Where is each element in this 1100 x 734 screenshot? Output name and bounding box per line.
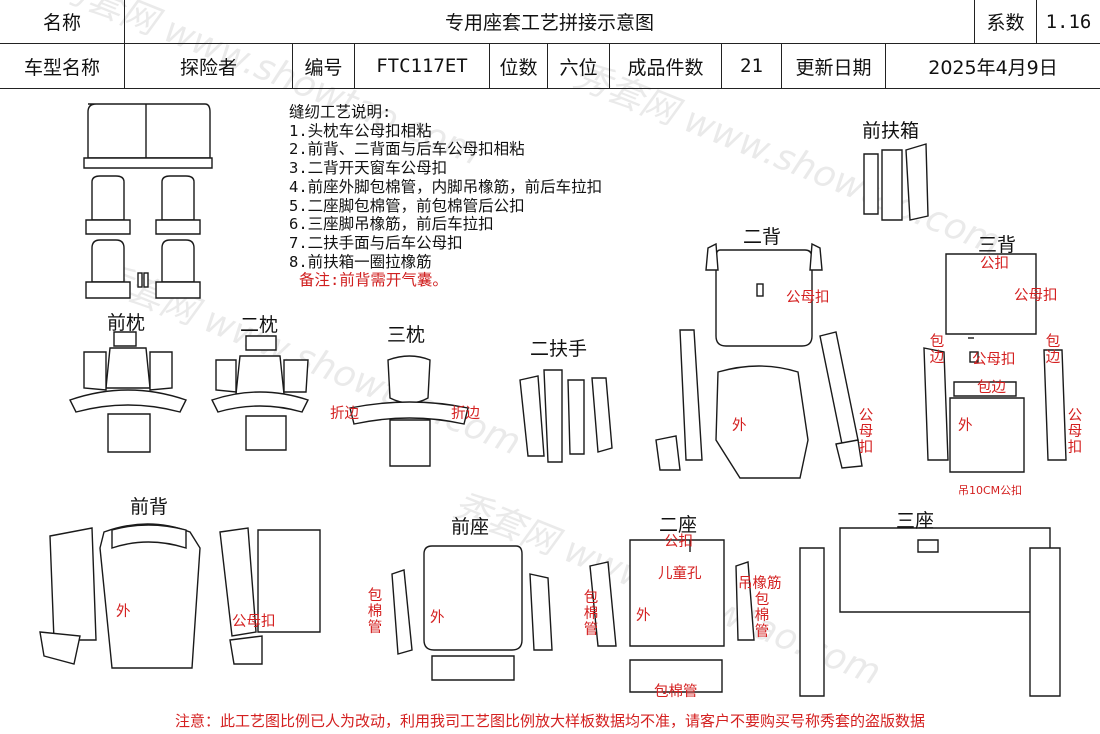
note-item: 5.二座脚包棉管，前包棉管后公扣 [289, 196, 525, 215]
annot-male: 公扣 [664, 534, 693, 550]
annot-male-female-v: 公母扣 [1067, 408, 1083, 456]
annot-fold: 折边 [330, 406, 359, 422]
label-second-armrest: 二扶手 [530, 338, 588, 360]
annot-wrap-v: 包边 [1045, 334, 1061, 366]
sheet-title: 专用座套工艺拼接示意图 [125, 0, 975, 43]
label-second-seat: 二座 [659, 514, 698, 536]
annot-male-female: 公母扣 [1014, 288, 1058, 304]
annot-child-hole: 儿童孔 [658, 566, 702, 582]
label-third-seat: 三座 [896, 510, 935, 532]
note-item: 8.前扶箱一圈拉橡筋 [289, 252, 432, 271]
label-front-back: 前背 [130, 496, 169, 518]
annot-foam-tube: 包棉管 [654, 684, 698, 700]
annot-wrap-v: 包边 [929, 334, 945, 366]
note-item: 7.二扶手面与后车公母扣 [289, 233, 463, 252]
code-label: 编号 [293, 44, 355, 88]
second-seat-pieces [589, 539, 755, 693]
annot-hang-10cm: 吊10CM公扣 [958, 484, 1023, 497]
third-back-pieces [923, 253, 1067, 473]
front-back-pieces [39, 523, 321, 669]
note-item: 4.前座外脚包棉管，内脚吊橡筋，前后车拉扣 [289, 177, 603, 196]
annot-male-female: 公母扣 [786, 290, 830, 306]
header-row-1: 名称 专用座套工艺拼接示意图 系数 1.16 [0, 0, 1100, 44]
annot-outer: 外 [958, 418, 973, 434]
label-second-pillow: 二枕 [240, 314, 279, 336]
annot-fold: 折边 [451, 406, 480, 422]
second-pillow-pieces [211, 335, 309, 451]
annot-outer: 外 [636, 608, 651, 624]
seat-overview-diagram [83, 103, 213, 299]
annot-outer: 外 [116, 604, 131, 620]
annot-foam-tube-v: 包棉管 [583, 590, 599, 638]
label-third-back: 三背 [978, 234, 1017, 256]
date-label: 更新日期 [782, 44, 886, 88]
notes-title: 缝纫工艺说明: [289, 103, 392, 121]
label-front-pillow: 前枕 [107, 312, 146, 334]
pieces-label: 成品件数 [610, 44, 722, 88]
annot-male-female: 公母扣 [232, 614, 276, 630]
header-row-2: 车型名称 探险者 编号 FTC117ET 位数 六位 成品件数 21 更新日期 … [0, 44, 1100, 89]
annot-outer: 外 [430, 610, 445, 626]
model-value: 探险者 [125, 44, 293, 88]
annot-male-female-v: 公母扣 [858, 408, 874, 456]
annot-foam-tube-v: 包棉管 [367, 588, 383, 636]
model-label: 车型名称 [0, 44, 125, 88]
label-front-box: 前扶箱 [862, 120, 920, 142]
footer-notice: 注意：此工艺图比例已人为改动，利用我司工艺图比例放大样板数据均不准，请客户不要购… [174, 712, 925, 730]
code-value: FTC117ET [355, 44, 490, 88]
second-back-pieces [655, 242, 863, 479]
date-value: 2025年4月9日 [928, 56, 1058, 79]
label-third-pillow: 三枕 [387, 324, 426, 346]
annot-male-female: 公母扣 [972, 352, 1016, 368]
annot-outer: 外 [732, 418, 747, 434]
front-pillow-pieces [69, 331, 187, 453]
second-armrest-pieces [519, 369, 613, 463]
annot-elastic: 吊橡筋 [738, 576, 782, 592]
annot-male: 公扣 [980, 256, 1009, 272]
front-seat-pieces [391, 545, 553, 681]
third-seat-pieces [799, 527, 1061, 697]
front-box-pieces [863, 143, 929, 221]
annot-foam-tube-v: 包棉管 [754, 592, 770, 640]
label-second-back: 二背 [743, 226, 782, 248]
seats-label: 位数 [490, 44, 548, 88]
notes-remark: 备注:前背需开气囊。 [299, 271, 448, 290]
note-item: 2.前背、二背面与后车公母扣相粘 [289, 140, 525, 159]
pieces-value: 21 [722, 44, 782, 88]
name-label: 名称 [0, 0, 125, 43]
annot-wrap: 包边 [977, 380, 1006, 396]
coef-value: 1.16 [1045, 10, 1092, 33]
third-pillow-pieces [349, 355, 469, 467]
sewing-notes: 缝纫工艺说明: 1.头枕车公母扣相粘 2.前背、二背面与后车公母扣相粘 3.二背… [289, 103, 602, 290]
label-front-seat: 前座 [451, 516, 490, 538]
note-item: 1.头枕车公母扣相粘 [289, 121, 432, 140]
seats-value: 六位 [548, 44, 610, 88]
note-item: 3.二背开天窗车公母扣 [289, 159, 448, 178]
note-item: 6.三座脚吊橡筋，前后车拉扣 [289, 215, 494, 234]
coef-label: 系数 [975, 0, 1037, 43]
